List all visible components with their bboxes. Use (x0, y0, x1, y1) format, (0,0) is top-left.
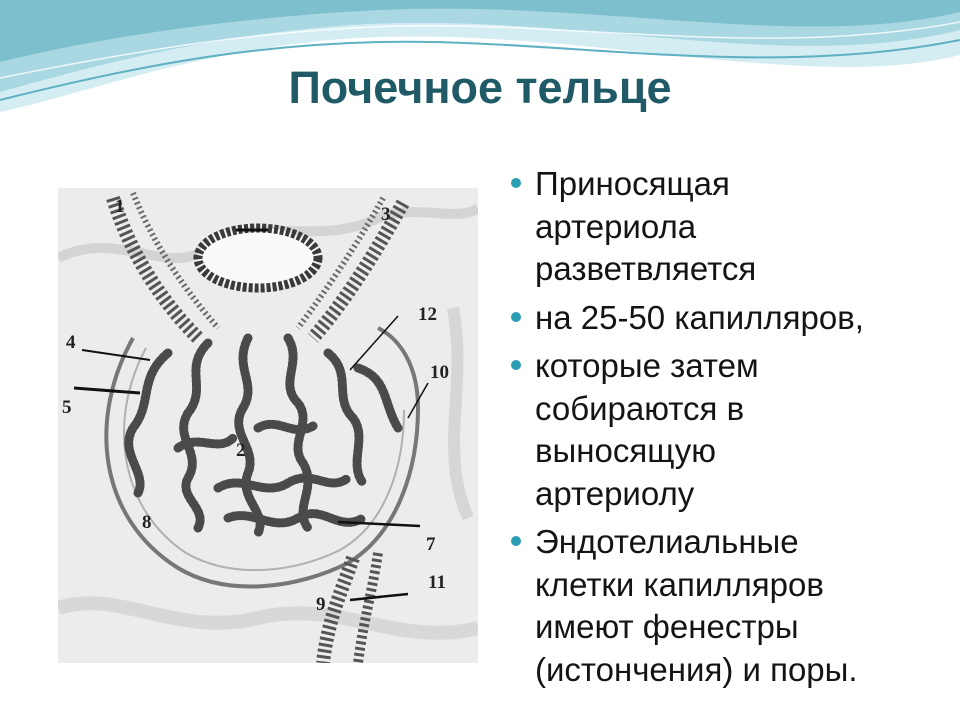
efferent-arteriole (295, 196, 410, 343)
bullet-text: на 25-50 капилляров, (535, 298, 864, 336)
bullet-item: Эндотелиальные клетки капилляров имеют ф… (508, 521, 948, 691)
label-1: 1 (115, 196, 125, 217)
label-10: 10 (430, 362, 449, 383)
bullet-text: Приносящая артериола разветвляется (535, 165, 757, 287)
urinary-pole-tubule (316, 552, 383, 663)
leader-lines (73, 315, 429, 602)
wave-line-2 (0, 21, 960, 79)
bullet-dot-icon (511, 311, 521, 322)
bullet-dot-icon (511, 536, 521, 546)
afferent-arteriole (106, 191, 221, 343)
bullet-dot-icon (511, 178, 521, 188)
bullet-item: на 25-50 капилляров, (508, 297, 948, 340)
header-waves (0, 0, 960, 112)
wave-front (0, 0, 960, 62)
bullet-list: Приносящая артериола разветвляется на 25… (508, 163, 948, 697)
bullet-dot-icon (511, 360, 521, 370)
label-4: 4 (66, 332, 76, 353)
figure-labels: 1 2 3 4 5 7 8 9 10 11 12 (62, 196, 449, 615)
wave-line-1 (0, 39, 960, 101)
bullet-item: Приносящая артериола разветвляется (508, 163, 948, 291)
label-8: 8 (142, 512, 152, 533)
label-7: 7 (426, 534, 436, 555)
renal-corpuscle-figure: 1 2 3 4 5 7 8 9 10 11 12 (58, 188, 478, 663)
label-11: 11 (428, 572, 446, 593)
bullet-text: Эндотелиальные клетки капилляров имеют ф… (535, 523, 858, 688)
label-12: 12 (418, 304, 437, 325)
vessel-lumen (193, 223, 323, 293)
label-9: 9 (316, 594, 326, 615)
label-5: 5 (62, 397, 72, 418)
label-2: 2 (236, 440, 246, 461)
label-3: 3 (381, 204, 391, 225)
bullet-text: которые затем собираются в выносящую арт… (535, 347, 759, 512)
bullet-item: которые затем собираются в выносящую арт… (508, 345, 948, 515)
slide-title: Почечное тельце (288, 62, 672, 113)
